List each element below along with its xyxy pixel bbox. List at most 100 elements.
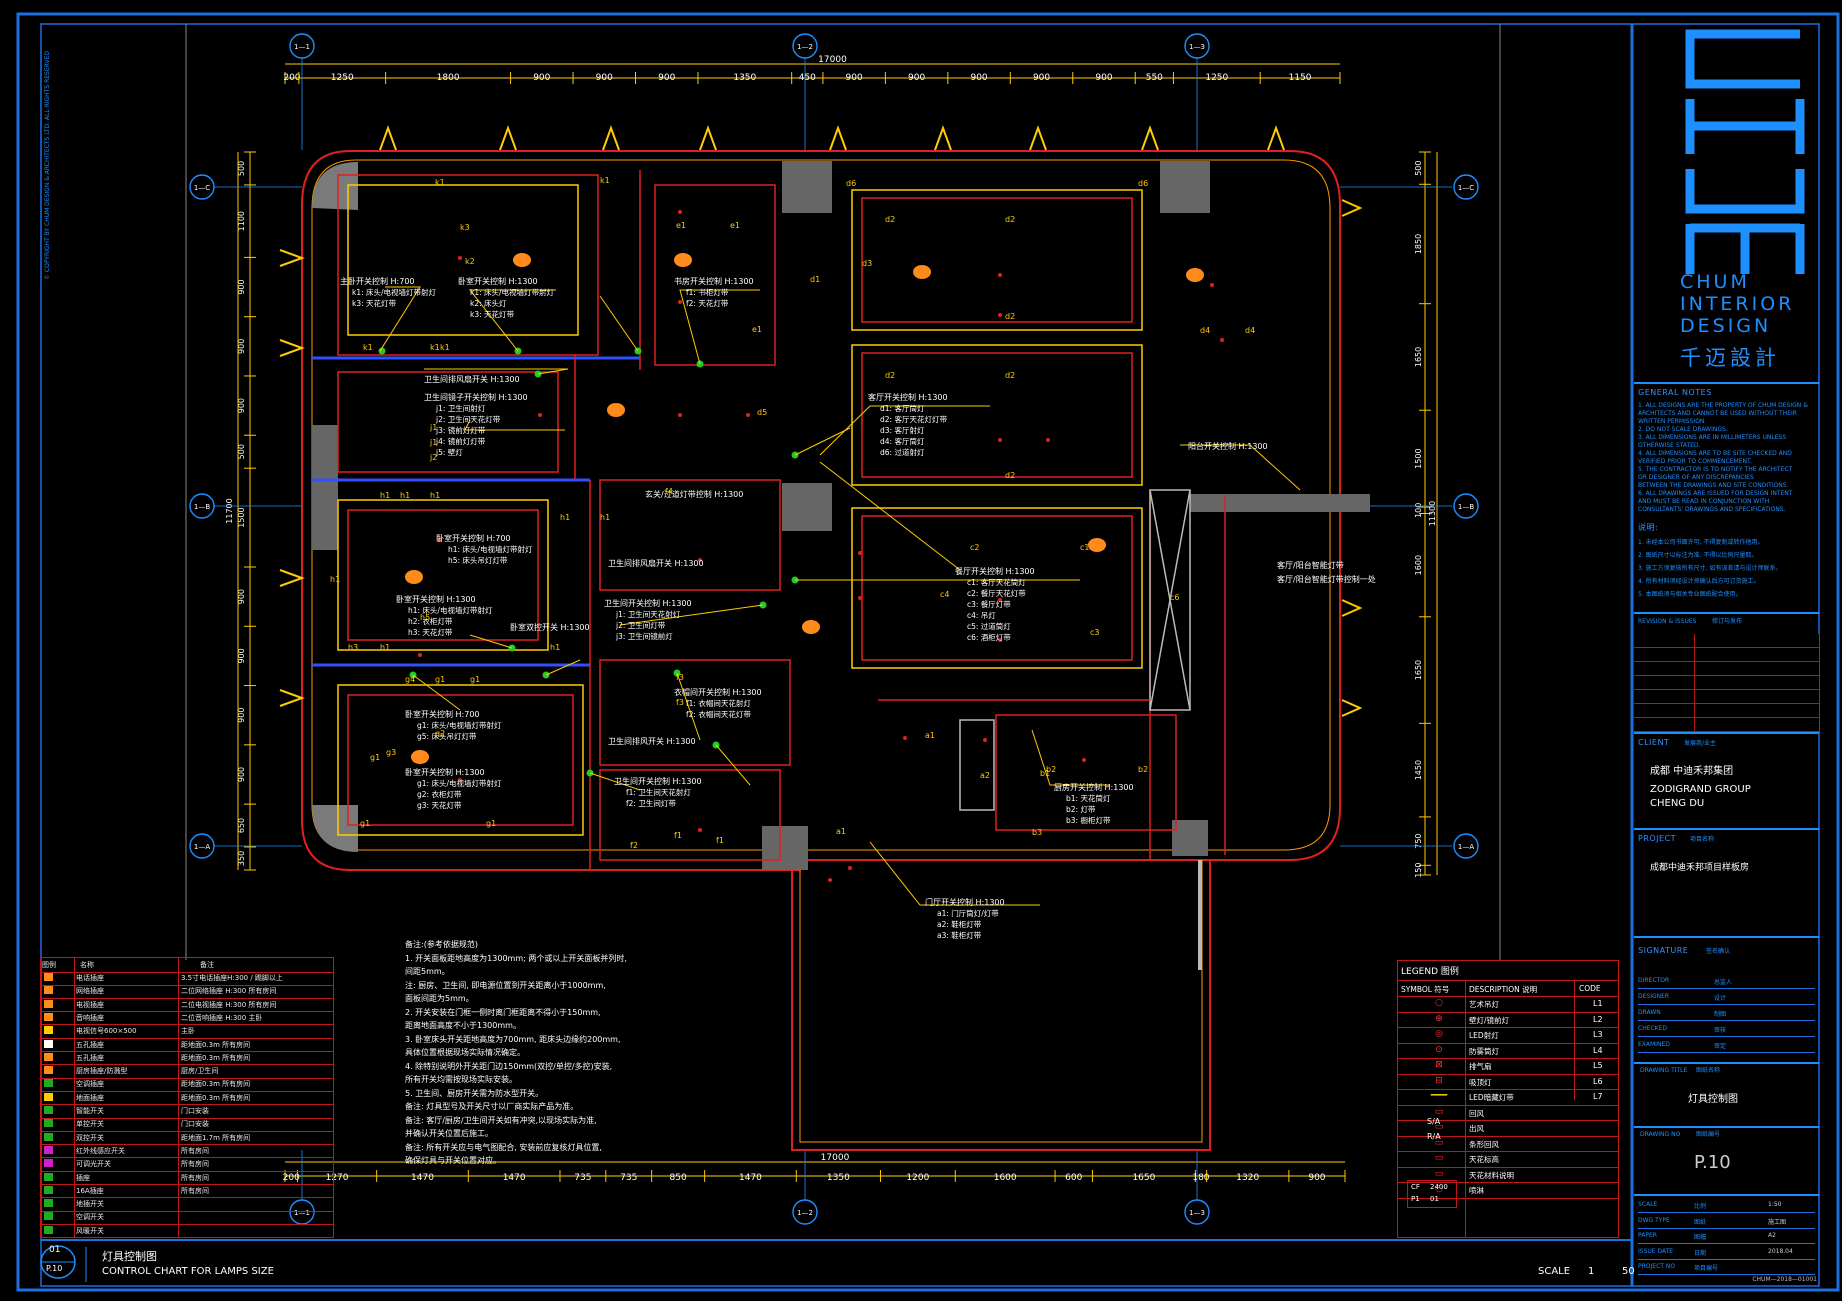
callout-cloakroom-item: f2: 衣帽间天花灯带	[686, 709, 751, 719]
schedule-row: 风暖开关	[40, 1224, 334, 1239]
schedule-row: 红外线感应开关所有房间	[40, 1144, 334, 1159]
schedule-symbol-icon	[44, 1066, 53, 1075]
axis-bubble-right: 1—C	[1453, 174, 1479, 200]
schedule-row: 电视插座二位电视插座 H:300 所有房间	[40, 998, 334, 1013]
schedule-note: 距地面1.7m 所有房间	[181, 1133, 251, 1142]
sheet-ref: P.10	[46, 1264, 63, 1273]
note-line: 备注: 客厅/厨房/卫生间开关如有冲突,以现场实际为准,	[405, 1115, 597, 1125]
callout-dining-item: c2: 餐厅天花灯带	[967, 588, 1026, 598]
callout-dining-item: c5: 过道筒灯	[967, 621, 1011, 631]
drawing-title-section: DRAWING TITLE 图纸名称 灯具控制图	[1634, 1062, 1819, 1128]
legend-symbol-icon: ━━━	[1430, 1091, 1448, 1101]
schedule-name: 红外线感应开关	[76, 1146, 125, 1155]
left-dim-value: 900	[237, 767, 246, 782]
room-label-b: b3	[1032, 828, 1042, 837]
schedule-symbol-icon	[44, 1212, 53, 1221]
left-dim-value: 1100	[237, 211, 246, 231]
top-dim-value: 900	[908, 73, 925, 83]
title-block: CHUM INTERIOR DESIGN 千迈設計 GENERAL NOTES …	[1634, 24, 1819, 1286]
callout-bedroom-dual-switch: 卧室双控开关 H:1300	[510, 622, 590, 632]
left-dim-value: 500	[237, 161, 246, 176]
callout-living-room-title: 客厅开关控制 H:1300	[868, 392, 948, 402]
axis-bubble-bottom: 1—1	[289, 1199, 315, 1225]
schedule-note: 二位网络插座 H:300 所有房间	[181, 987, 277, 996]
chum-logo-icon	[1685, 29, 1805, 274]
room-label-h: h1	[380, 491, 390, 500]
right-dim-value: 1650	[1414, 347, 1423, 367]
left-dim-value: 350	[237, 851, 246, 866]
downlight	[1220, 338, 1224, 342]
schedule-name: 五孔插座	[76, 1053, 104, 1062]
copyright-text: © COPYRIGHT BY CHUM DESIGN & ARCHITECTS …	[44, 51, 51, 280]
legend-description: 艺术吊灯	[1469, 1000, 1499, 1009]
general-note-line: WRITTEN PERMISSION.	[1638, 418, 1707, 425]
bottom-dim-value: 900	[1308, 1173, 1325, 1183]
legend-title: LEGEND 图例	[1401, 967, 1459, 977]
room-label-g: g1	[470, 675, 480, 684]
downlight	[998, 638, 1002, 642]
left-dim-value: 900	[237, 339, 246, 354]
legend-description: 条形回风	[1469, 1139, 1499, 1149]
general-notes-section: GENERAL NOTES 1. ALL DESIGNS ARE THE PRO…	[1634, 382, 1819, 614]
schedule-row: 空调插座距地面0.3m 所有房间	[40, 1077, 334, 1092]
room-label-e: e1	[752, 325, 762, 334]
svg-text:1—3: 1—3	[1189, 1209, 1205, 1217]
schedule-symbol-icon	[44, 986, 53, 995]
room-label-c: c2	[970, 543, 980, 552]
note-line: 2. 开关安装在门框一侧时离门框距离不得小于150mm,	[405, 1007, 601, 1017]
legend-symbol-icon: ⊠	[1435, 1060, 1443, 1070]
downlight	[538, 413, 542, 417]
project-number: CHUM—2018—01001	[1752, 1276, 1817, 1283]
schedule-row: 厨房插座/防溅型厨房/卫生间	[40, 1064, 334, 1079]
callout-bathroom-switch-item: j5: 壁灯	[435, 447, 463, 457]
top-dim-value: 900	[658, 73, 675, 83]
schedule-name: 空调插座	[76, 1080, 104, 1089]
callout-balcony: 阳台开关控制 H:1300	[1188, 441, 1268, 451]
room-label-h: h1	[380, 643, 390, 652]
scale-1: 1	[1588, 1266, 1595, 1277]
room-label-f: f1	[716, 836, 724, 845]
callout-dining-item: c3: 餐厅灯带	[967, 599, 1011, 609]
bottom-dim-value: 1600	[994, 1173, 1017, 1183]
schedule-name: 可调光开关	[76, 1160, 111, 1169]
notes-title: 备注:(参考依据规范)	[405, 940, 478, 949]
schedule-name: 智能开关	[76, 1107, 104, 1115]
bottom-dim-value: 1320	[1236, 1173, 1259, 1183]
callout-entry-item: a3: 鞋柜灯带	[937, 930, 982, 940]
axis-bubble-left: 1—A	[189, 833, 215, 859]
schedule-symbol-icon	[44, 1132, 53, 1141]
legend-code: L2	[1593, 1014, 1603, 1024]
legend-symbol-icon: ○	[1435, 998, 1443, 1008]
downlight	[998, 313, 1002, 317]
downlight-symbols	[418, 210, 1224, 882]
bottom-dim-value: 1650	[1132, 1173, 1155, 1183]
callout-entry-item: a1: 门厅筒灯/灯带	[937, 908, 999, 918]
general-note-line: BETWEEN THE DRAWINGS AND SITE CONDITIONS…	[1638, 482, 1789, 489]
downlight	[678, 300, 682, 304]
downlight	[1082, 758, 1086, 762]
callout-master-bedroom-item: k3: 天花灯带	[352, 298, 397, 308]
legend-description: 喷淋	[1469, 1186, 1484, 1195]
room-label-h: h1	[330, 575, 340, 584]
callout-bathroom-switch-item: j3: 镜前灯灯带	[435, 425, 486, 435]
schedule-note: 3.5寸电话插座H:300 / 踢脚以上	[181, 974, 283, 982]
schedule-note: 所有房间	[181, 1173, 209, 1182]
general-note-line: AND MUST BE READ IN CONJUNCTION WITH	[1638, 498, 1770, 505]
legend-code: L5	[1593, 1061, 1603, 1070]
legend-ra: R/A	[1427, 1132, 1441, 1141]
legend-table: LEGEND 图例 SYMBOL 符号 DESCRIPTION 说明 CODE …	[1397, 960, 1619, 1238]
left-dim-value: 900	[237, 648, 246, 663]
callout-study-title: 书房开关控制 H:1300	[674, 276, 754, 286]
callout-f-bathroom-title: 卫生间开关控制 H:1300	[614, 776, 702, 786]
note-line: 5. 卫生间、厨房开关需为防水型开关。	[405, 1088, 544, 1098]
